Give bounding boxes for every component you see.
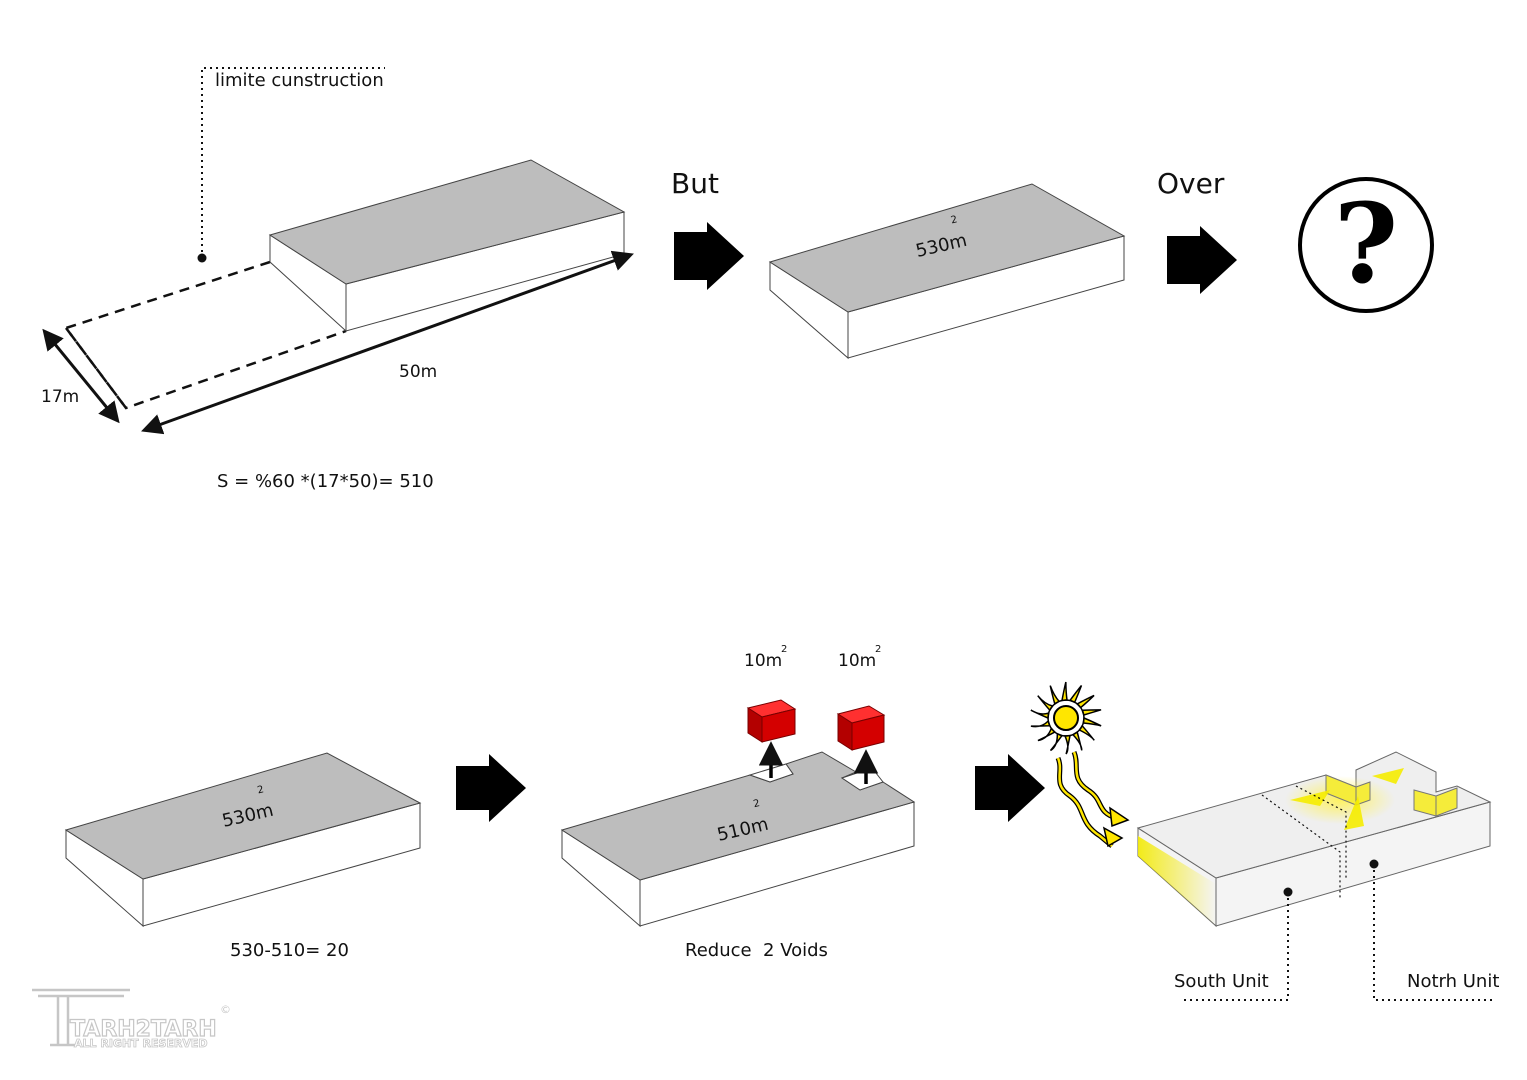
sun-ray bbox=[1030, 709, 1050, 720]
south-unit-glow bbox=[1138, 836, 1216, 926]
courtyard-wall-2 bbox=[1355, 781, 1371, 806]
sunlight-ray-2-fill bbox=[1072, 751, 1117, 820]
void-block-2-left bbox=[837, 713, 853, 751]
limit-leader-line bbox=[201, 67, 385, 258]
sun-ray bbox=[1078, 724, 1095, 741]
void-2-area-label: 10m bbox=[838, 651, 876, 671]
sun-ray bbox=[1068, 685, 1083, 704]
slab-510-area-exponent: 2 bbox=[752, 798, 761, 810]
unit-divider-2 bbox=[1295, 785, 1347, 880]
question-circle bbox=[1298, 177, 1434, 313]
light-arrow-2 bbox=[1344, 796, 1364, 830]
watermark-pillar-icon bbox=[32, 988, 130, 1047]
units-diagram bbox=[1136, 751, 1492, 1001]
area-formula: S = %60 *(17*50)= 510 bbox=[217, 471, 434, 492]
sun-ray bbox=[1071, 730, 1083, 751]
slab-530-top bbox=[768, 183, 1126, 313]
south-unit-leader bbox=[1180, 892, 1289, 1001]
process-arrow-2 bbox=[1167, 226, 1237, 294]
process-arrow-3 bbox=[456, 754, 526, 822]
void-block-2 bbox=[836, 705, 886, 751]
limit-leader-dot bbox=[197, 253, 207, 263]
sun-ray bbox=[1061, 681, 1068, 702]
sun-ray bbox=[1082, 716, 1102, 727]
sunlight-ray-2-head bbox=[1109, 806, 1130, 828]
question-mark: ? bbox=[1334, 179, 1398, 308]
slab-510-diagram bbox=[560, 751, 916, 928]
watermark-brand: TARH2TARH bbox=[70, 1017, 217, 1042]
limit-label: limite cunstruction bbox=[215, 70, 384, 91]
sunlight-ray-1-head bbox=[1102, 826, 1124, 848]
sun-ring bbox=[1047, 699, 1085, 737]
site-limit-diagram bbox=[42, 67, 634, 435]
unit-divider-1 bbox=[1261, 794, 1341, 900]
light-arrow-1 bbox=[1290, 790, 1330, 806]
slab-530-area-exponent: 2 bbox=[950, 214, 959, 226]
sun-ray bbox=[1075, 694, 1095, 709]
process-arrow-1 bbox=[674, 222, 744, 290]
length-dimension-label: 50m bbox=[399, 362, 437, 382]
over-label: Over bbox=[1157, 167, 1225, 200]
void-1-area-exponent: 2 bbox=[781, 644, 787, 655]
void-1-area-label: 10m bbox=[744, 651, 782, 671]
watermark-logo: TARH2TARH ALL RIGHT RESERVED © bbox=[32, 988, 231, 1050]
sun-ray bbox=[1081, 709, 1102, 716]
dimension-arrow-width bbox=[42, 328, 120, 424]
slab-530b-top bbox=[64, 752, 422, 880]
sun-ray bbox=[1037, 695, 1054, 712]
sun-ray bbox=[1049, 685, 1061, 706]
sun-ray bbox=[1049, 732, 1064, 752]
but-label: But bbox=[671, 167, 719, 200]
sun-ray bbox=[1063, 734, 1071, 755]
watermark-copyright: © bbox=[220, 1003, 231, 1016]
sun-ray bbox=[1037, 727, 1057, 742]
width-dimension-label: 17m bbox=[41, 387, 79, 407]
sunlight-ray-1 bbox=[1055, 757, 1114, 848]
slab-530-diagram bbox=[768, 183, 1126, 360]
watermark-rights: ALL RIGHT RESERVED bbox=[74, 1037, 208, 1050]
sun-core bbox=[1053, 705, 1079, 731]
south-unit-label: South Unit bbox=[1174, 971, 1269, 992]
light-arrow-3 bbox=[1372, 768, 1404, 784]
process-arrow-4 bbox=[975, 754, 1045, 822]
south-unit-dot bbox=[1283, 887, 1293, 897]
north-unit-dot bbox=[1369, 859, 1379, 869]
sun-ray bbox=[1030, 719, 1051, 728]
slab-530b-area-exponent: 2 bbox=[256, 784, 265, 796]
void-2-area-exponent: 2 bbox=[875, 644, 881, 655]
sunlight-ray-1-fill bbox=[1056, 757, 1113, 847]
void-block-1 bbox=[746, 699, 797, 743]
reduce-voids-label: Reduce 2 Voids bbox=[685, 940, 828, 961]
north-unit-label: Notrh Unit bbox=[1407, 971, 1499, 992]
slab-530-bottom-diagram bbox=[64, 752, 422, 928]
dimension-arrow-length bbox=[141, 250, 634, 435]
sun-icon bbox=[1030, 681, 1102, 755]
subtraction-label: 530-510= 20 bbox=[230, 940, 349, 961]
courtyard-wall-4 bbox=[1435, 787, 1458, 817]
